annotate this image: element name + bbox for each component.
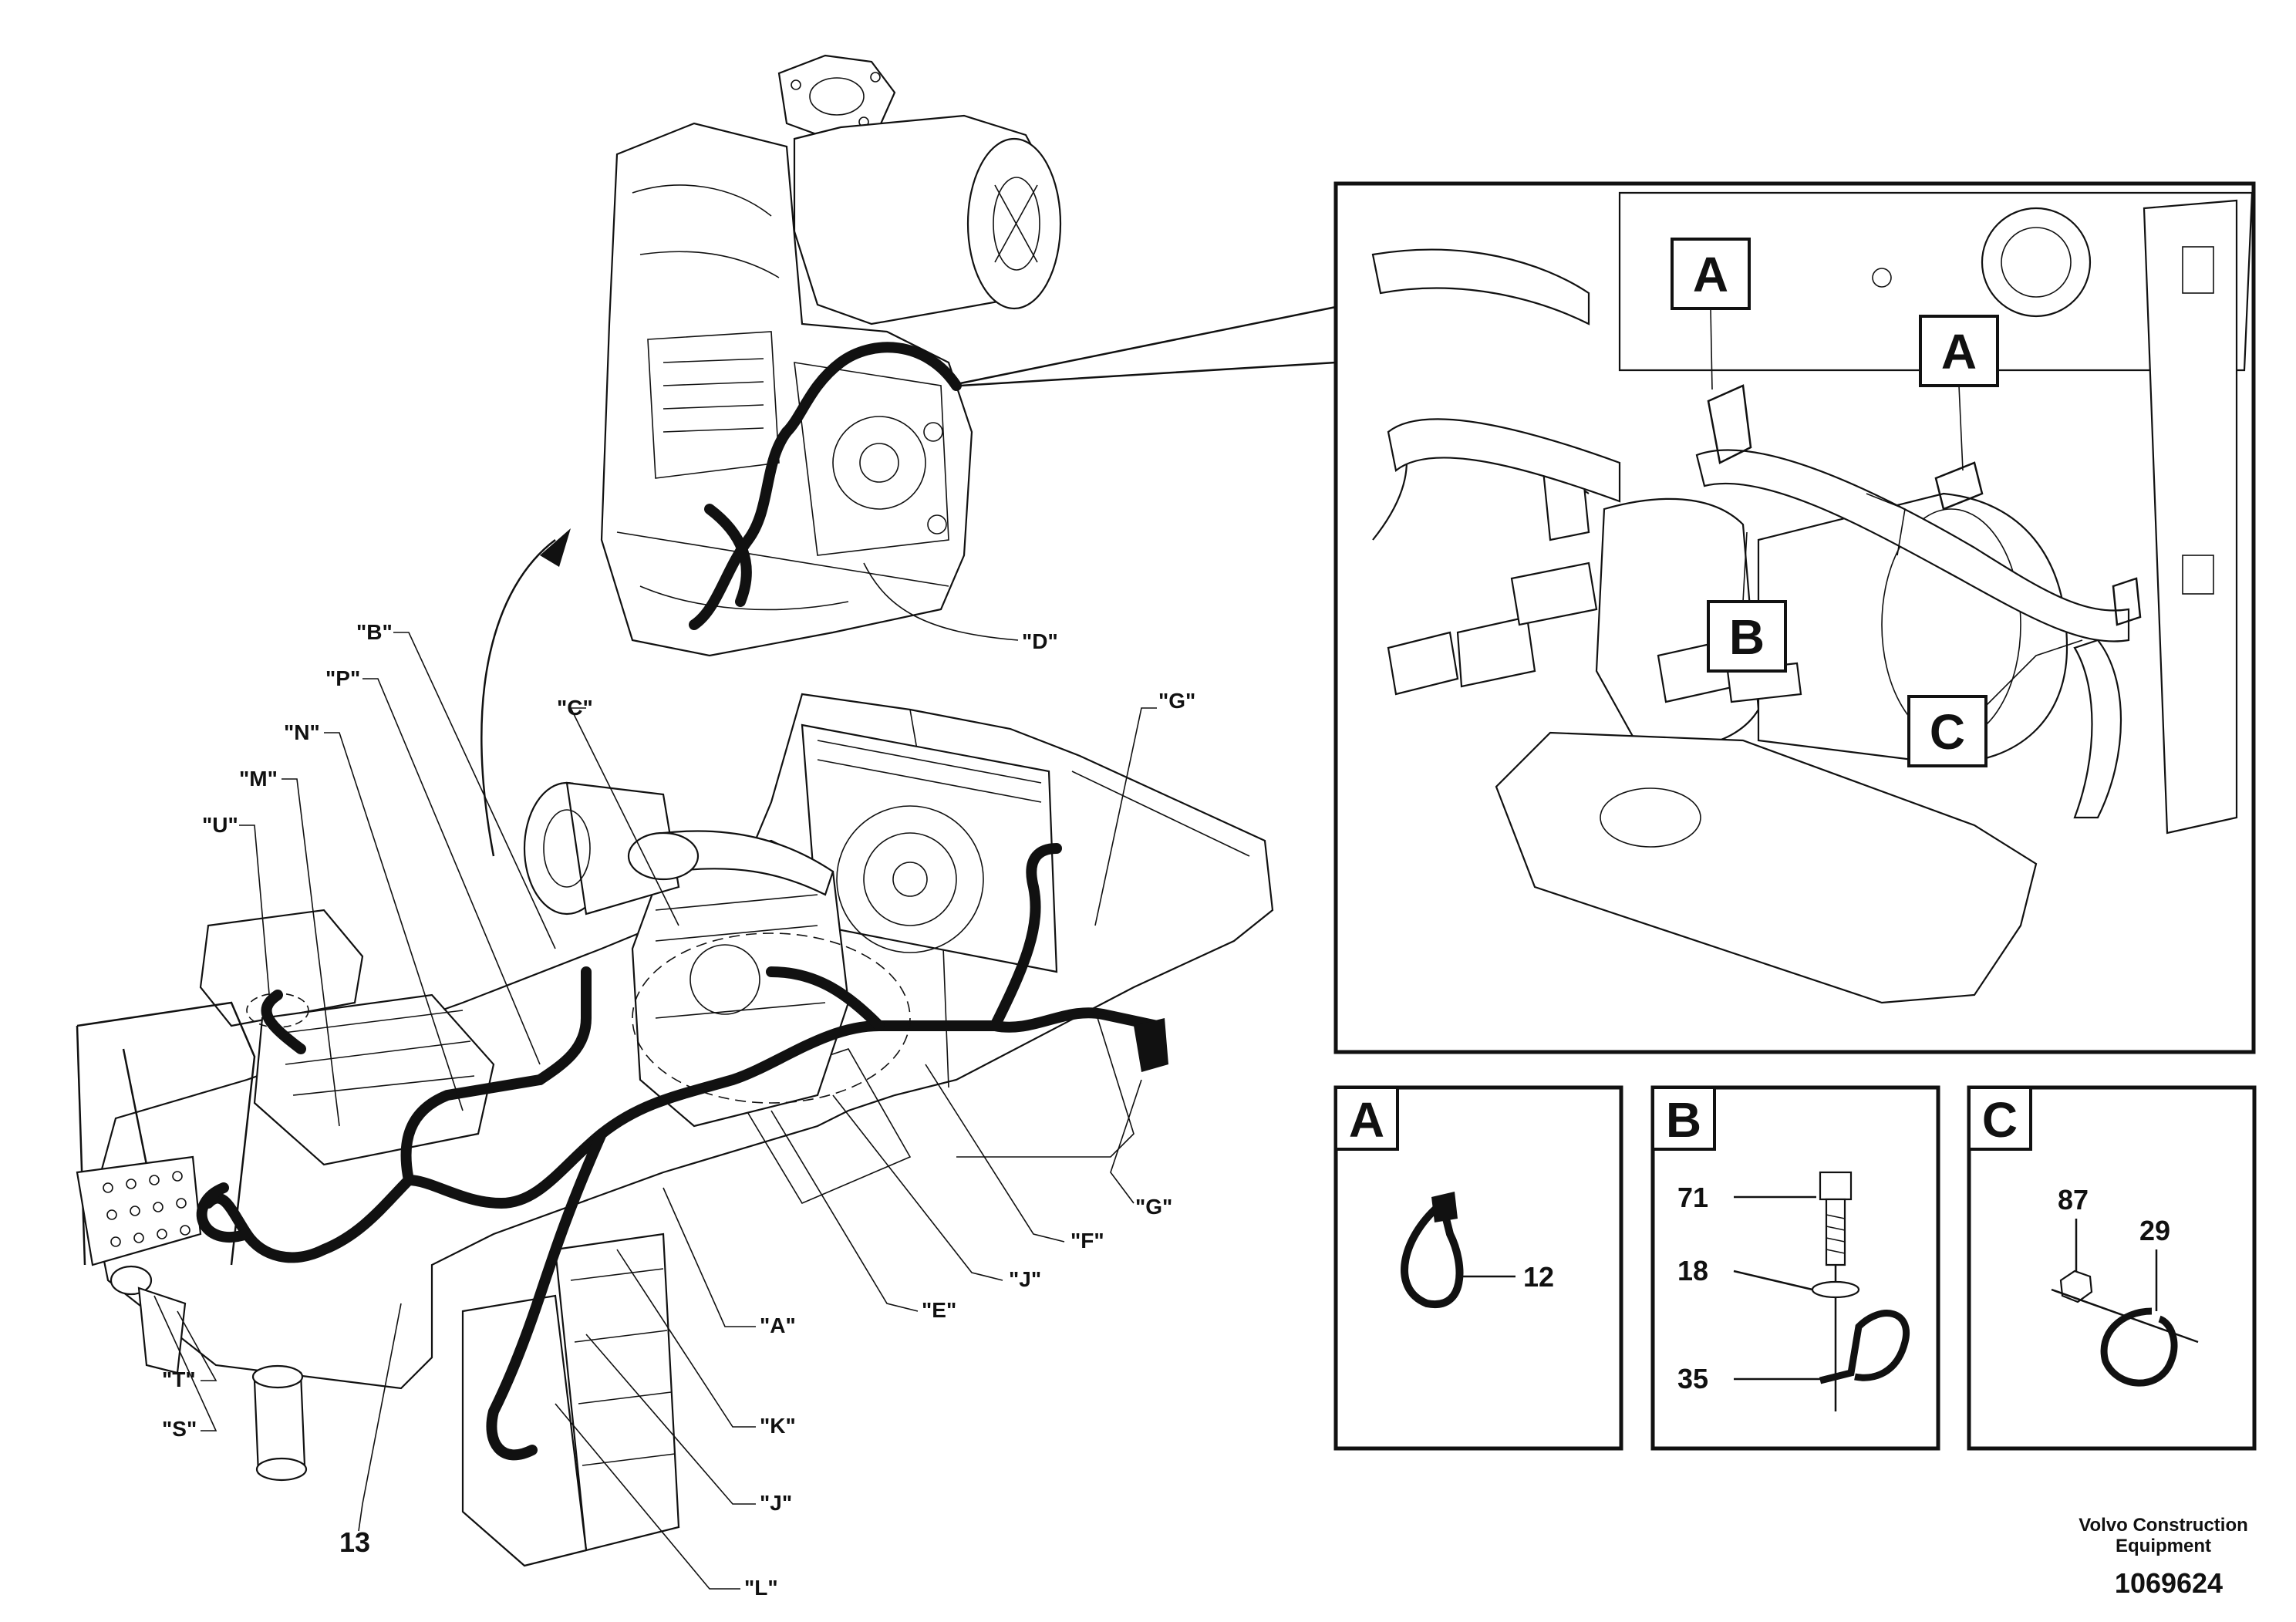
callout-U: "U" bbox=[202, 813, 238, 837]
callout-G-right: "G" bbox=[1135, 1195, 1172, 1219]
panel-B-item-clamp: 35 bbox=[1677, 1363, 1708, 1394]
panel-A-title: A bbox=[1349, 1092, 1384, 1148]
callout-N: "N" bbox=[284, 720, 320, 744]
panel-B-item-bolt: 71 bbox=[1677, 1182, 1708, 1213]
detail-panel-C: C 87 29 bbox=[1967, 1085, 2257, 1451]
callout-K: "K" bbox=[760, 1414, 796, 1438]
callout-T: "T" bbox=[162, 1367, 196, 1391]
detail-panel-A: A 12 bbox=[1333, 1085, 1623, 1451]
washer-part bbox=[1811, 1280, 1860, 1299]
callout-F: "F" bbox=[1070, 1229, 1104, 1253]
callout-S: "S" bbox=[162, 1417, 197, 1441]
step-holes bbox=[103, 1171, 190, 1247]
callout-M: "M" bbox=[239, 767, 278, 791]
detail-label-A1: A bbox=[1693, 247, 1728, 302]
detail-panel-B: B 71 18 35 bbox=[1650, 1085, 1940, 1451]
company-name-line2: Equipment bbox=[2116, 1536, 2211, 1556]
panel-A-item: 12 bbox=[1523, 1261, 1554, 1293]
detail-label-A2: A bbox=[1941, 324, 1977, 379]
machine-view bbox=[76, 693, 1274, 1567]
arrow-head bbox=[540, 528, 571, 567]
panel-C-item-nut: 87 bbox=[2058, 1184, 2089, 1216]
callout-E: "E" bbox=[922, 1298, 956, 1322]
panel-B-item-washer: 18 bbox=[1677, 1255, 1708, 1286]
company-name-line1: Volvo Construction bbox=[2079, 1515, 2248, 1536]
callout-C: "C" bbox=[557, 696, 593, 720]
callout-leaders bbox=[153, 632, 1157, 1590]
callout-L: "L" bbox=[744, 1576, 778, 1600]
footer: Volvo Construction Equipment 1069624 bbox=[2079, 1515, 2248, 1599]
callout-J-mid: "J" bbox=[1009, 1267, 1041, 1291]
callout-A: "A" bbox=[760, 1313, 796, 1337]
callout-J-low: "J" bbox=[760, 1491, 792, 1515]
bolt-part bbox=[1819, 1171, 1853, 1201]
view-arrow bbox=[480, 539, 556, 857]
panel-C-item-clamp: 29 bbox=[2139, 1215, 2170, 1246]
callout-labels: "B" "P" "N" "M" "U" "C" "G" "D" "G" "F" … bbox=[162, 620, 1195, 1600]
loop-clamp-part bbox=[2100, 1307, 2178, 1387]
detail-main-labels: A A B C bbox=[1671, 238, 1999, 767]
engine-top-view bbox=[600, 54, 1337, 657]
p-clamp-part bbox=[1819, 1310, 1910, 1384]
panel-C-title: C bbox=[1982, 1092, 2018, 1148]
cable-tie-part bbox=[1401, 1196, 1464, 1309]
document-number: 1069624 bbox=[2115, 1567, 2223, 1599]
nut-part bbox=[2059, 1270, 2093, 1303]
detail-box-main bbox=[1333, 181, 2256, 1054]
callout-B: "B" bbox=[356, 620, 393, 644]
detail-label-C: C bbox=[1930, 704, 1965, 760]
callout-D: "D" bbox=[1022, 629, 1058, 653]
callout-13: 13 bbox=[339, 1526, 370, 1558]
callout-G-top: "G" bbox=[1158, 689, 1195, 713]
callout-P: "P" bbox=[325, 666, 360, 690]
detail-label-B: B bbox=[1729, 609, 1765, 665]
panel-B-title: B bbox=[1666, 1092, 1701, 1148]
